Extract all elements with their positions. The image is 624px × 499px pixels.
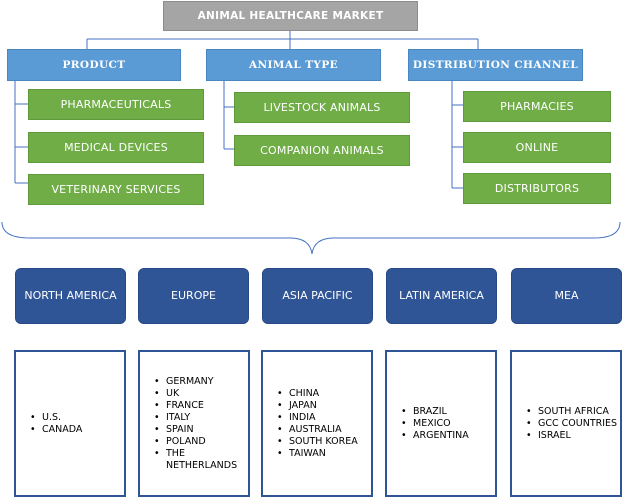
market-title: ANIMAL HEALTHCARE MARKET: [163, 1, 418, 31]
country-item: CHINA: [277, 388, 358, 400]
region-asia-pacific: ASIA PACIFIC: [262, 268, 373, 324]
country-list: BRAZIL MEXICO ARGENTINA: [401, 406, 469, 442]
countries-latin-america: BRAZIL MEXICO ARGENTINA: [385, 350, 497, 497]
country-item: ARGENTINA: [401, 430, 469, 442]
countries-asia-pacific: CHINA JAPAN INDIA AUSTRALIA SOUTH KOREA …: [261, 350, 373, 497]
country-item: JAPAN: [277, 400, 358, 412]
country-item: AUSTRALIA: [277, 424, 358, 436]
country-item: POLAND: [154, 436, 248, 448]
category-distribution-channel: DISTRIBUTION CHANNEL: [408, 49, 583, 81]
countries-mea: SOUTH AFRICA GCC COUNTRIES ISRAEL: [510, 350, 622, 497]
subitem-pharmacies: PHARMACIES: [463, 91, 611, 122]
country-item: UK: [154, 388, 248, 400]
country-item: TAIWAN: [277, 448, 358, 460]
subitem-online: ONLINE: [463, 132, 611, 163]
country-list: U.S. CANADA: [30, 412, 82, 436]
category-animal-type: ANIMAL TYPE: [206, 49, 381, 81]
country-item: U.S.: [30, 412, 82, 424]
subitem-distributors: DISTRIBUTORS: [463, 173, 611, 204]
country-item: MEXICO: [401, 418, 469, 430]
subitem-companion-animals: COMPANION ANIMALS: [234, 135, 410, 166]
country-item: INDIA: [277, 412, 358, 424]
country-item: ISRAEL: [526, 430, 617, 442]
countries-europe: GERMANY UK FRANCE ITALY SPAIN POLAND THE…: [138, 350, 250, 497]
country-list: SOUTH AFRICA GCC COUNTRIES ISRAEL: [526, 406, 617, 442]
country-item: ITALY: [154, 412, 248, 424]
region-north-america: NORTH AMERICA: [15, 268, 126, 324]
country-item: GCC COUNTRIES: [526, 418, 617, 430]
country-item: FRANCE: [154, 400, 248, 412]
subitem-pharmaceuticals: PHARMACEUTICALS: [28, 89, 204, 120]
category-product: PRODUCT: [7, 49, 181, 81]
countries-north-america: U.S. CANADA: [14, 350, 126, 497]
country-item: CANADA: [30, 424, 82, 436]
region-latin-america: LATIN AMERICA: [386, 268, 497, 324]
region-europe: EUROPE: [138, 268, 249, 324]
subitem-livestock-animals: LIVESTOCK ANIMALS: [234, 92, 410, 123]
country-item: THE NETHERLANDS: [154, 448, 248, 472]
subitem-veterinary-services: VETERINARY SERVICES: [28, 174, 204, 205]
country-item: SPAIN: [154, 424, 248, 436]
country-item: BRAZIL: [401, 406, 469, 418]
subitem-medical-devices: MEDICAL DEVICES: [28, 132, 204, 163]
country-item: SOUTH KOREA: [277, 436, 358, 448]
country-list: GERMANY UK FRANCE ITALY SPAIN POLAND THE…: [154, 376, 248, 472]
country-item: GERMANY: [154, 376, 248, 388]
region-mea: MEA: [511, 268, 622, 324]
country-list: CHINA JAPAN INDIA AUSTRALIA SOUTH KOREA …: [277, 388, 358, 460]
country-item: SOUTH AFRICA: [526, 406, 617, 418]
